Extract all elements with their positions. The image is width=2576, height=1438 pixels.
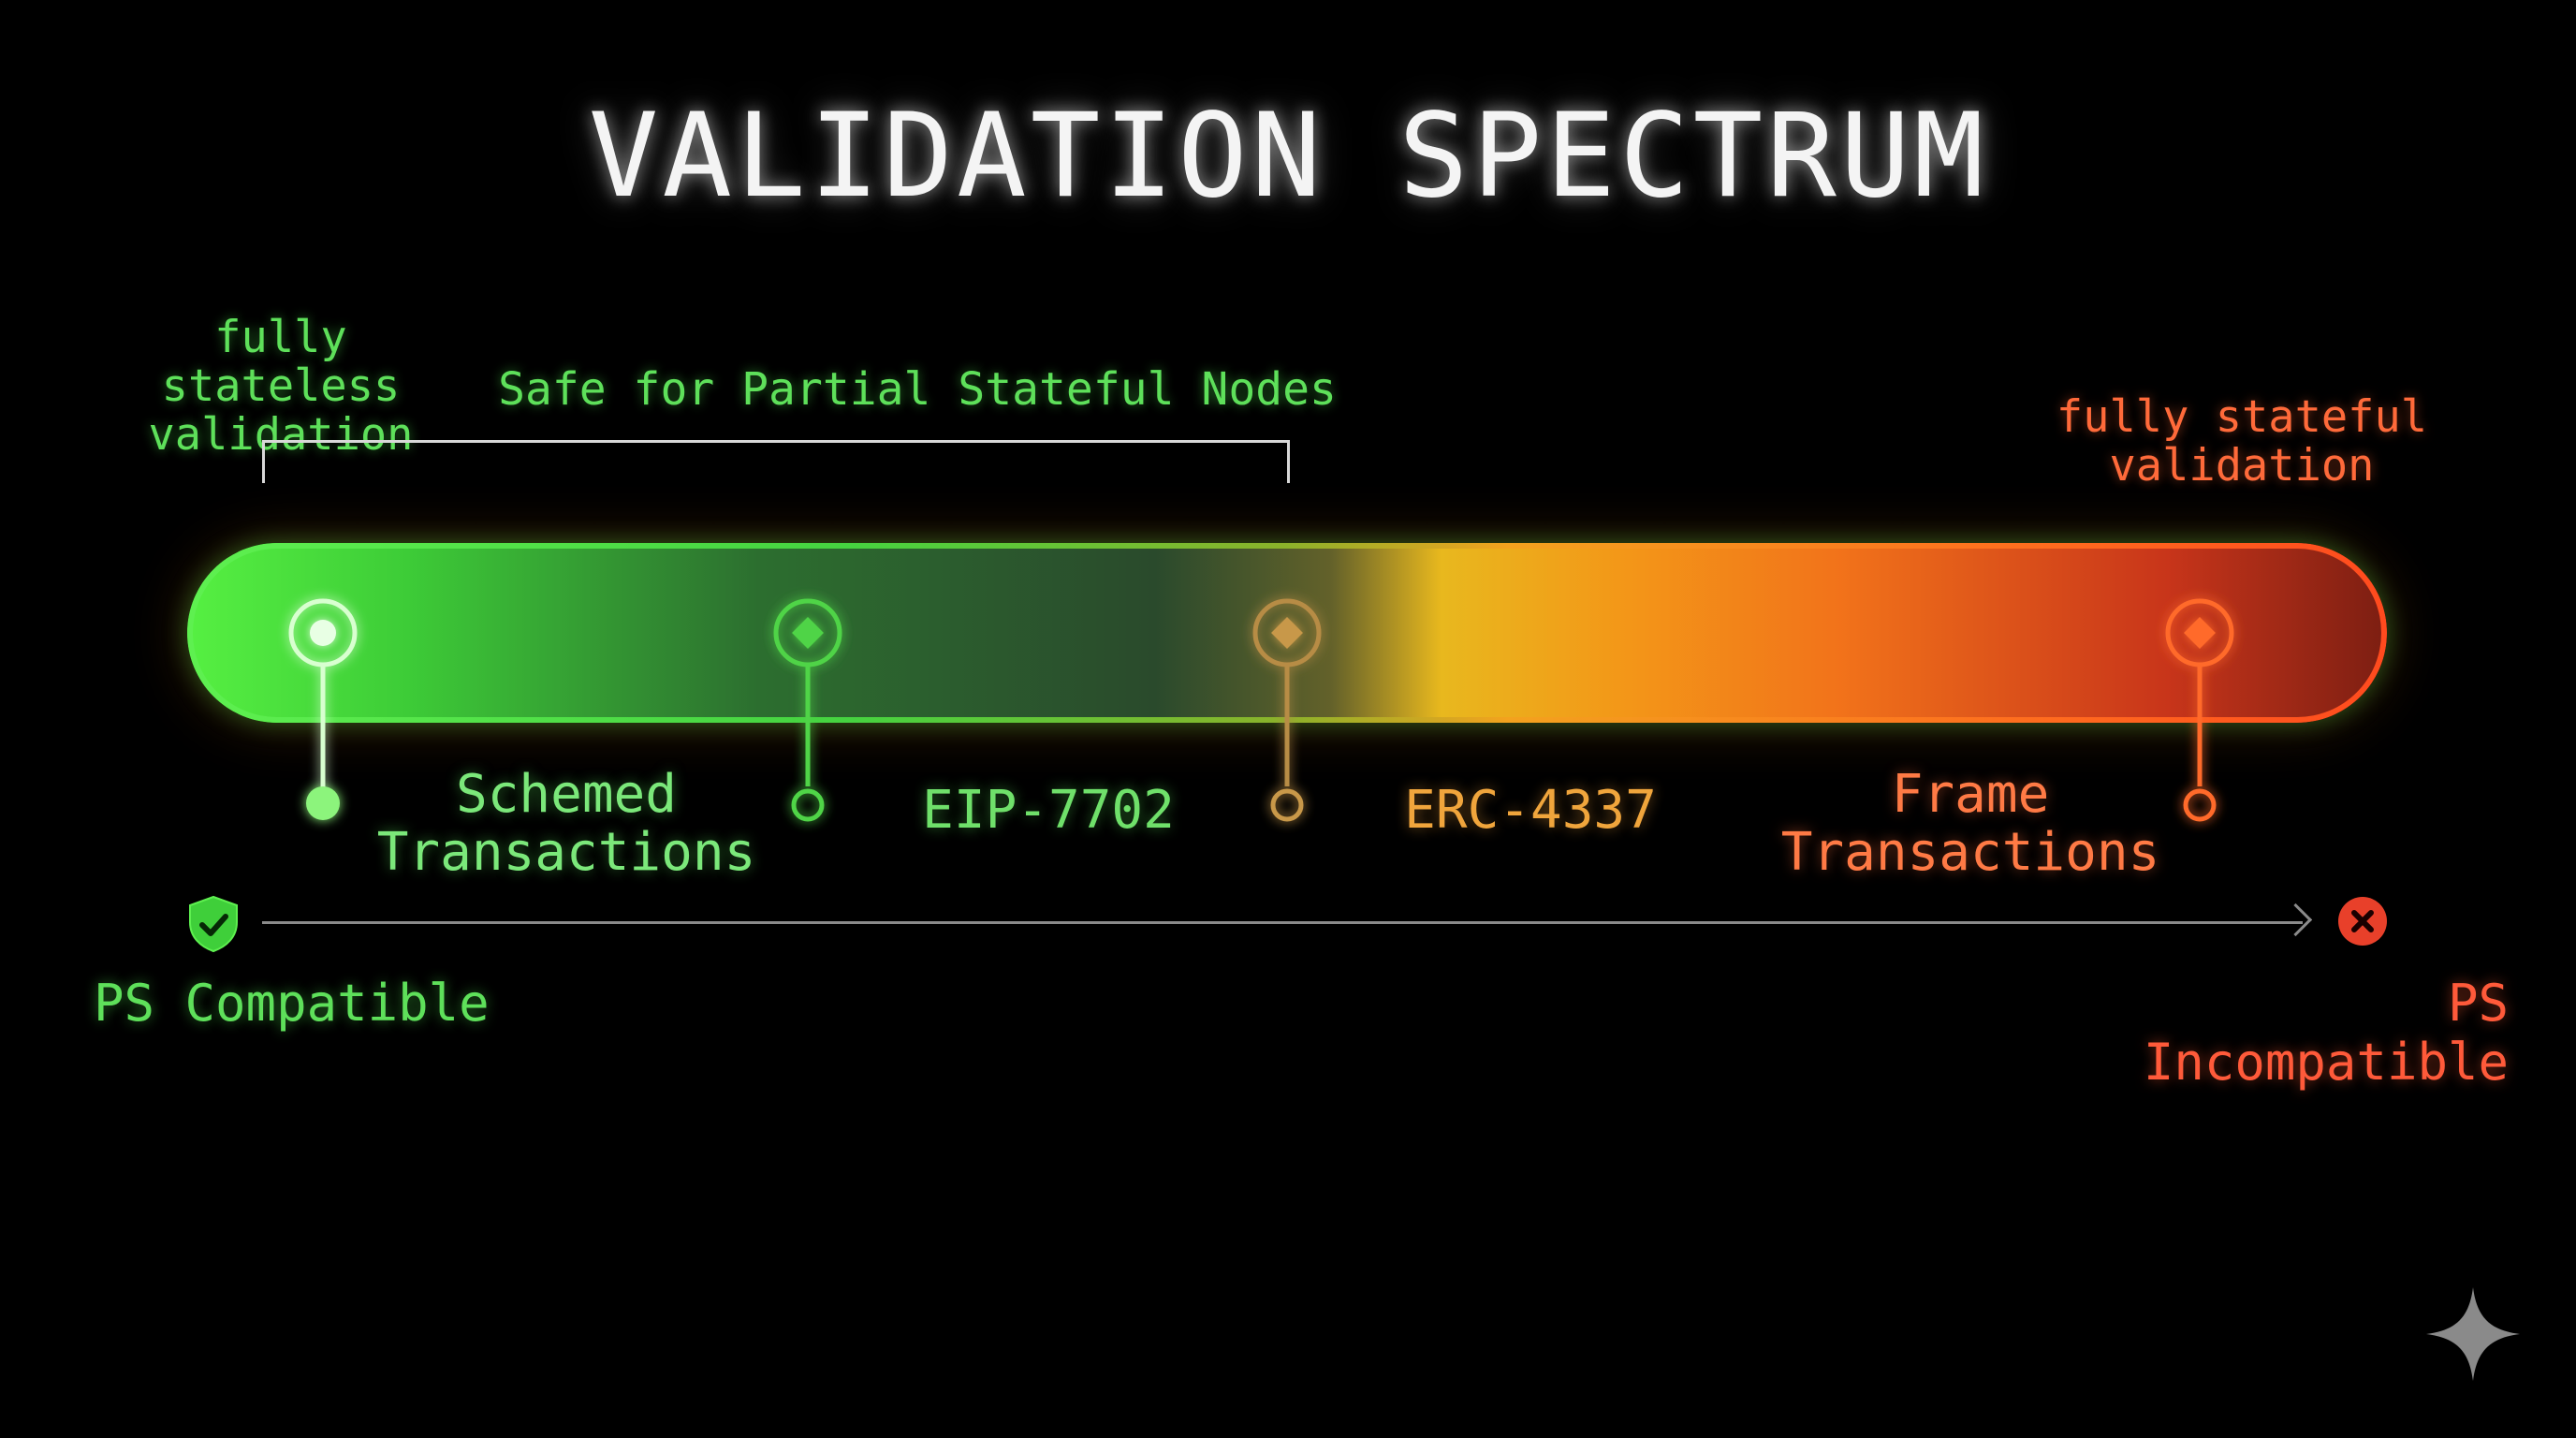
safe-range-label: Safe for Partial Stateful Nodes (498, 363, 1337, 416)
stateless-line-1: fully stateless (161, 312, 401, 412)
ps-compatible-label: PS Compatible (94, 974, 490, 1033)
marker-eip7702 (773, 598, 842, 822)
item-frame-transactions: Frame Transactions (1760, 766, 2181, 882)
item-erc-4337: ERC-4337 (1367, 782, 1694, 840)
sparkle-icon (2424, 1285, 2522, 1383)
stateful-line-1: fully stateful (2056, 391, 2428, 443)
item-schemed-transactions: Schemed Transactions (356, 766, 777, 882)
stateful-line-2: validation (2109, 440, 2375, 492)
ps-incompatible-label: PS Incompatible (2143, 974, 2509, 1092)
stateless-line-2: validation (148, 409, 414, 461)
marker-stateless (288, 598, 358, 820)
item-1-line-1: Schemed (455, 764, 677, 825)
item-4-line-2: Transactions (1780, 822, 2160, 883)
item-3-line-1: ERC-4337 (1404, 780, 1657, 841)
shield-check-icon (185, 894, 242, 954)
marker-erc4337 (1252, 598, 1322, 822)
compatibility-axis-line (262, 921, 2303, 924)
page-title: VALIDATION SPECTRUM (588, 89, 1988, 224)
item-2-line-1: EIP-7702 (922, 780, 1175, 841)
item-1-line-2: Transactions (376, 822, 756, 883)
stateless-annotation: fully stateless validation (94, 314, 468, 460)
item-4-line-1: Frame (1891, 764, 2050, 825)
x-circle-icon (2336, 895, 2389, 947)
item-eip-7702: EIP-7702 (880, 782, 1217, 840)
safe-range-bracket (262, 440, 1290, 483)
stateful-annotation: fully stateful validation (2055, 393, 2429, 491)
